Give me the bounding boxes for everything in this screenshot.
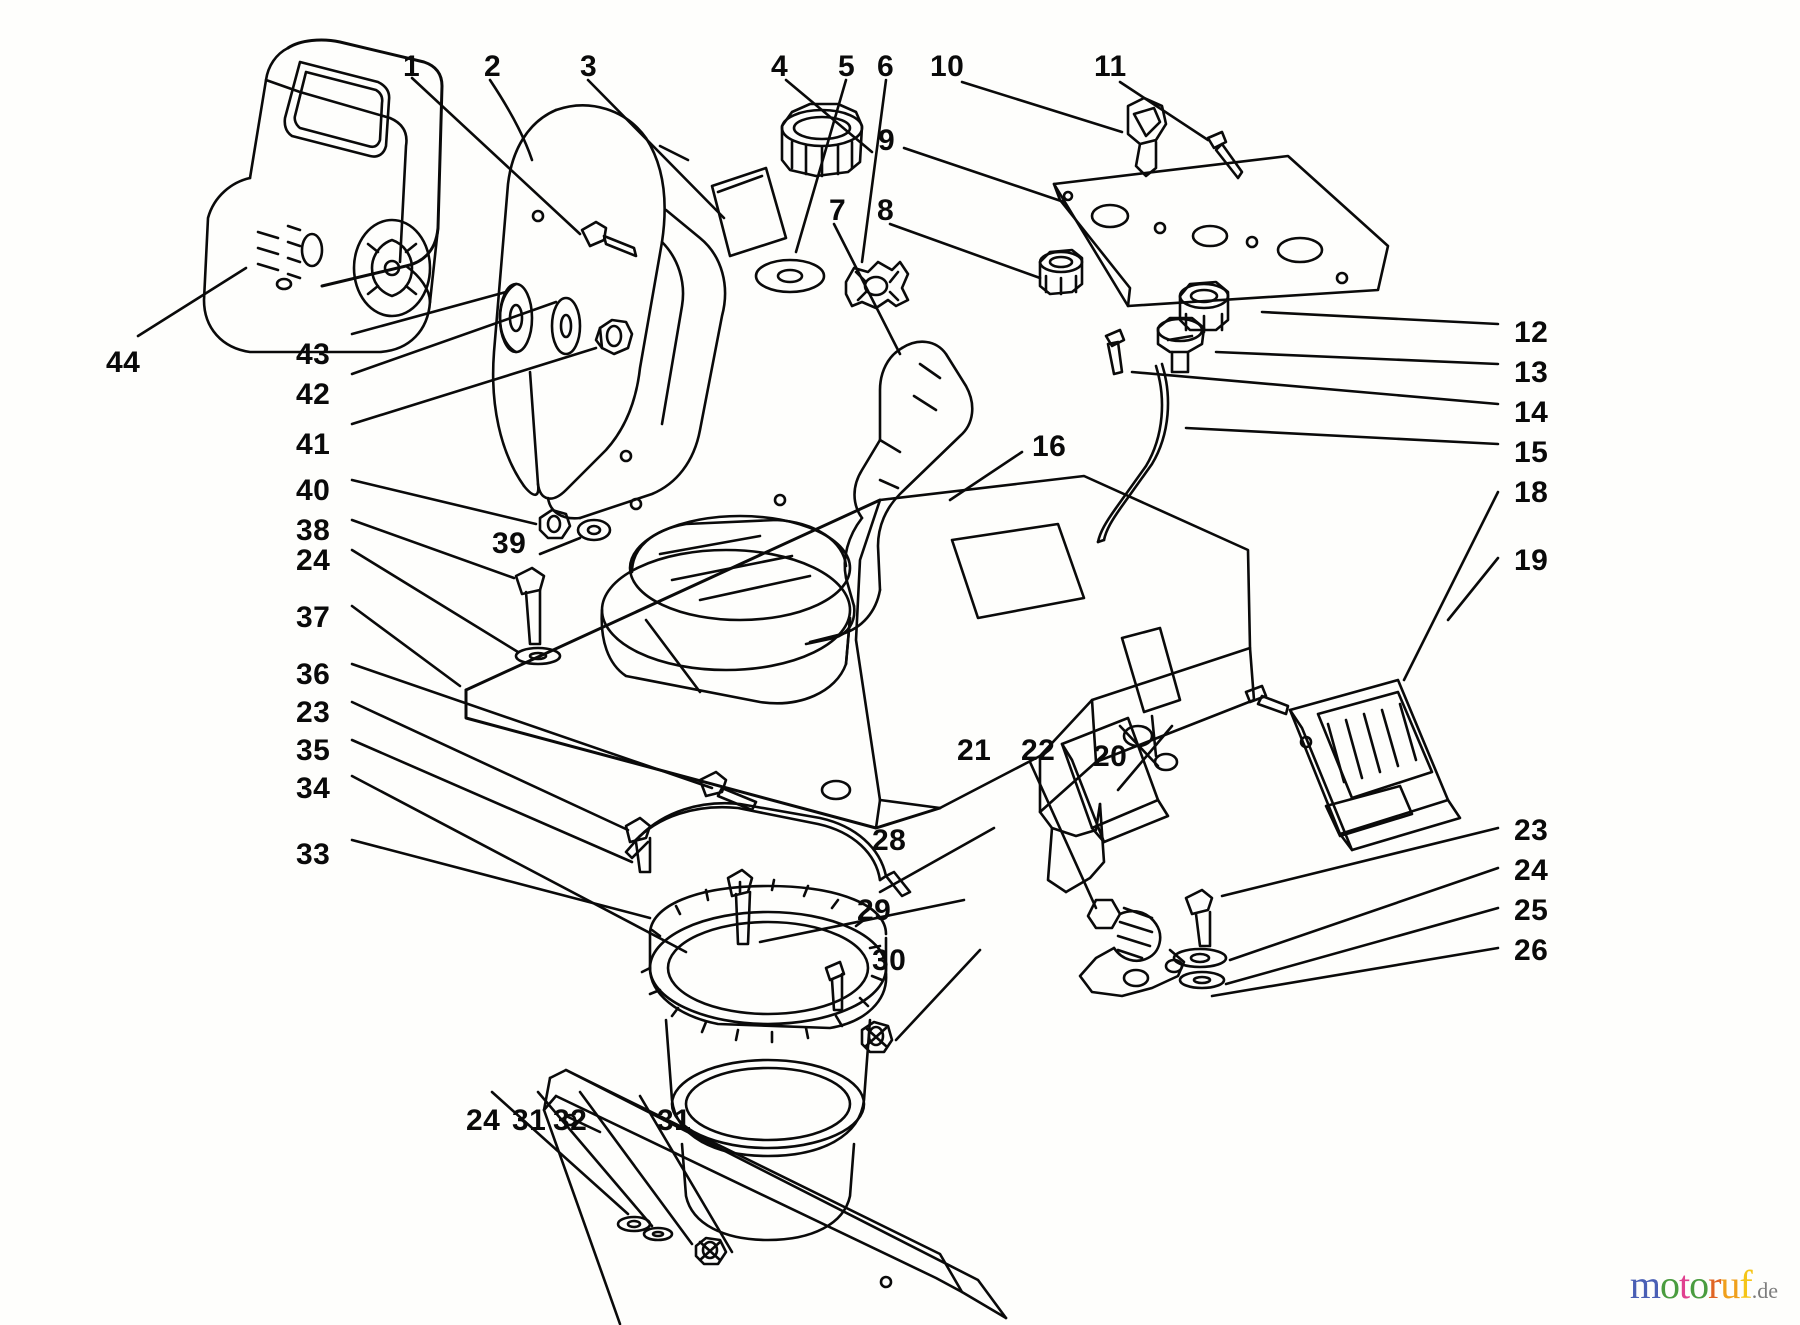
callout-24-a: 24 — [296, 544, 331, 577]
part-bolt-23a — [624, 816, 652, 874]
logo-letter-m: m — [1629, 1262, 1661, 1307]
logo-letter-r: r — [1708, 1262, 1721, 1307]
part-scraper-bar-32 — [542, 1068, 1008, 1325]
part-washer-42 — [550, 296, 582, 356]
part-main-housing-16 — [464, 474, 1256, 894]
callout-26: 26 — [1514, 934, 1549, 967]
callout-11: 11 — [1094, 50, 1127, 83]
callout-6: 6 — [877, 50, 895, 83]
logo-letter-o2: o — [1689, 1262, 1709, 1307]
callout-29: 29 — [857, 894, 892, 927]
callout-43: 43 — [296, 338, 331, 371]
part-bolt-1 — [580, 220, 638, 258]
part-washer-31a — [642, 1226, 674, 1242]
part-star-knob-6 — [844, 260, 910, 310]
part-chute-guide-7 — [804, 340, 974, 646]
callout-31-a: 31 — [512, 1104, 547, 1137]
callout-15: 15 — [1514, 436, 1549, 469]
callout-41: 41 — [296, 428, 331, 461]
callout-19: 19 — [1514, 544, 1549, 577]
logo-letter-t: t — [1678, 1262, 1690, 1307]
part-bolt-28 — [726, 868, 754, 946]
callout-38: 38 — [296, 514, 331, 547]
callout-7: 7 — [829, 194, 847, 227]
part-knob-13 — [1156, 316, 1206, 374]
callout-4: 4 — [771, 50, 789, 83]
part-control-panel-19 — [1288, 678, 1462, 852]
part-spring-21 — [1078, 898, 1186, 998]
callout-10: 10 — [930, 50, 965, 83]
callout-37: 37 — [296, 601, 331, 634]
part-rod-15 — [1096, 362, 1170, 544]
callout-1: 1 — [403, 50, 421, 83]
part-screw-29 — [824, 960, 846, 1012]
callout-42: 42 — [296, 378, 331, 411]
logo-letter-o1: o — [1659, 1262, 1680, 1307]
part-ring-gear-33 — [640, 878, 888, 1044]
part-washer-5 — [754, 258, 826, 294]
callout-33: 33 — [296, 838, 331, 871]
part-mounting-plate-9 — [1052, 154, 1390, 308]
part-grommet-12 — [1178, 280, 1230, 334]
callout-30: 30 — [872, 944, 907, 977]
part-nut-41 — [594, 318, 634, 356]
callout-31-b: 31 — [657, 1104, 692, 1137]
callout-21: 21 — [957, 734, 992, 767]
part-nut-40 — [538, 508, 572, 540]
logo-tld: .de — [1751, 1278, 1778, 1303]
callout-2: 2 — [484, 50, 502, 83]
callout-44: 44 — [106, 346, 141, 379]
callout-24-c: 24 — [466, 1104, 501, 1137]
callout-40: 40 — [296, 474, 331, 507]
callout-36: 36 — [296, 658, 331, 691]
part-washer-24a — [514, 646, 562, 666]
part-washer-24b — [1172, 947, 1228, 969]
part-chute-side-panel — [491, 104, 787, 520]
callout-24-b: 24 — [1514, 854, 1549, 887]
part-washer-43 — [498, 282, 534, 354]
callout-14: 14 — [1514, 396, 1549, 429]
callout-35: 35 — [296, 734, 331, 767]
callout-9: 9 — [878, 124, 896, 157]
callout-28: 28 — [872, 824, 907, 857]
callout-3: 3 — [580, 50, 598, 83]
part-chute-base-34 — [648, 884, 888, 1242]
part-nut-30 — [860, 1020, 894, 1054]
callout-16: 16 — [1032, 430, 1067, 463]
callout-20: 20 — [1093, 740, 1128, 773]
callout-23-b: 23 — [1514, 814, 1549, 847]
motoruf-watermark: motoruf.de — [1630, 1265, 1778, 1305]
callout-8: 8 — [877, 194, 895, 227]
part-washer-25 — [1178, 970, 1226, 990]
logo-letter-f: f — [1739, 1262, 1752, 1307]
part-lever-36 — [698, 770, 758, 812]
callout-13: 13 — [1514, 356, 1549, 389]
logo-letter-u: u — [1720, 1262, 1740, 1307]
part-grommet-8 — [1038, 248, 1084, 296]
callout-18: 18 — [1514, 476, 1549, 509]
part-bolt-23b — [1184, 888, 1214, 948]
callout-34: 34 — [296, 772, 331, 805]
callout-12: 12 — [1514, 316, 1549, 349]
part-rod-35 — [624, 802, 912, 898]
part-chute-gasket — [710, 166, 788, 258]
part-washer-39 — [576, 518, 612, 542]
callout-32: 32 — [553, 1104, 588, 1137]
part-chute-deflector — [202, 38, 444, 354]
callout-22: 22 — [1021, 734, 1056, 767]
callout-39: 39 — [492, 527, 527, 560]
part-bolt-38 — [514, 566, 546, 646]
callout-5: 5 — [838, 50, 856, 83]
callout-23-a: 23 — [296, 696, 331, 729]
part-pin-14 — [1104, 328, 1126, 376]
part-nut-32 — [694, 1236, 728, 1266]
callout-25: 25 — [1514, 894, 1549, 927]
part-screw-18 — [1244, 684, 1290, 716]
part-screw-11 — [1206, 130, 1244, 180]
